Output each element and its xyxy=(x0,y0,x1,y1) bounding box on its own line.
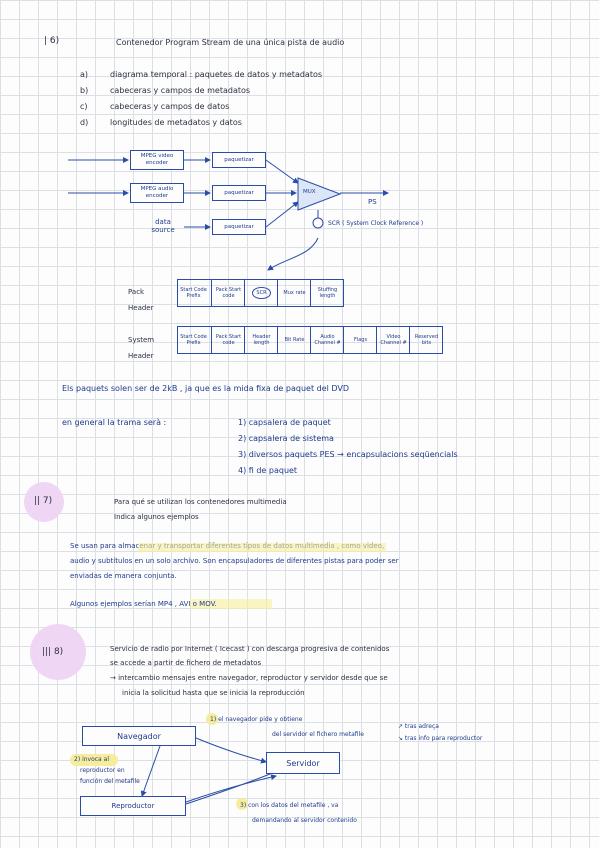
q7-highlight xyxy=(138,543,386,552)
note1-side: ↘ tras info para reproductor xyxy=(398,735,483,742)
note3-line: demandando al servidor contenido xyxy=(252,817,357,824)
q8-line: se accede a partir de fichero de metadat… xyxy=(110,659,262,667)
q7-highlight-circle xyxy=(24,482,64,522)
note3-line: 3) con los datos del metafile , va xyxy=(240,802,339,809)
pack-cell-scr: SCR xyxy=(244,280,278,306)
els-paquets-text: Els paquets solen ser de 2kB , ja que es… xyxy=(62,384,350,393)
system-cell: Pack Start code xyxy=(211,327,245,353)
section-title-6: Contenedor Program Stream de una única p… xyxy=(116,38,345,47)
note2-highlight xyxy=(70,754,118,766)
pack-cell: Pack Start code xyxy=(211,280,245,306)
q7-question-line: Para qué se utilizan los contenedores mu… xyxy=(114,498,287,506)
list-key: a) xyxy=(80,70,89,79)
q8-line: Servicio de radio por Internet ( Icecast… xyxy=(110,645,390,653)
list-key: c) xyxy=(80,102,88,111)
list-item: longitudes de metadatos y datos xyxy=(110,118,242,127)
mux-label: MUX xyxy=(303,189,316,195)
q7-number: || 7) xyxy=(34,496,53,506)
system-header-label: System Header xyxy=(128,336,155,360)
q8-number: ||| 8) xyxy=(42,647,64,657)
pack-header-row: Start Code Prefix Pack Start code SCR Mu… xyxy=(177,279,344,307)
section-number-6: | 6) xyxy=(44,36,60,46)
q8-highlight-circle xyxy=(30,624,86,680)
servidor-box: Servidor xyxy=(266,752,340,774)
list-key: d) xyxy=(80,118,89,127)
paquetizar-box-1: paquetizar xyxy=(212,152,266,168)
mpeg-video-encoder-box: MPEG video encoder xyxy=(130,150,184,170)
trama-item: 4) fi de paquet xyxy=(238,466,298,475)
q7-examples-highlight xyxy=(190,599,272,609)
navegador-box: Navegador xyxy=(82,726,196,746)
pack-cell-scr-circled: SCR xyxy=(252,287,271,299)
note1-highlight xyxy=(206,713,218,725)
list-item: cabeceras y campos de metadatos xyxy=(110,86,251,95)
scr-label: SCR ( System Clock Reference ) xyxy=(328,220,424,227)
system-cell: Bit Rate xyxy=(277,327,311,353)
trama-label: en general la trama serà : xyxy=(62,418,167,427)
pack-cell: Start Code Prefix xyxy=(180,287,207,299)
reproductor-box: Reproductor xyxy=(80,796,186,816)
pack-cell: Mux rate xyxy=(277,280,311,306)
note2-line: 2) invoca al xyxy=(74,756,109,763)
q7-examples: Algunos ejemplos serían MP4 , AVI o MOV. xyxy=(70,600,217,608)
list-item: cabeceras y campos de datos xyxy=(110,102,230,111)
data-source-label: data source xyxy=(151,218,175,234)
system-cell: Video Channel # xyxy=(376,327,410,353)
q7-answer-line: audio y subtítulos en un solo archivo. S… xyxy=(70,557,399,565)
system-header-row: Start Code Prefix Pack Start code Header… xyxy=(177,326,443,354)
trama-item: 3) diversos paquets PES → encapsulacions… xyxy=(238,450,458,459)
note3-highlight xyxy=(236,798,248,810)
pack-cell: Stuffing length xyxy=(310,280,344,306)
q8-line: → intercambio mensajes entre navegador, … xyxy=(110,674,388,682)
ps-label: PS xyxy=(368,198,377,206)
list-key: b) xyxy=(80,86,89,95)
paquetizar-box-2: paquetizar xyxy=(212,185,266,201)
note2-line: reproductor en xyxy=(80,767,125,774)
system-cell: Header length xyxy=(244,327,278,353)
paquetizar-box-3: paquetizar xyxy=(212,219,266,235)
q8-line: inicia la solicitud hasta que se inicia … xyxy=(122,689,305,697)
system-cell: Reserved bits xyxy=(409,327,443,353)
trama-item: 1) capsalera de paquet xyxy=(238,418,331,427)
system-cell: Audio Channel # xyxy=(310,327,344,353)
system-cell: Start Code Prefix xyxy=(180,334,207,346)
pack-header-label: Pack Header xyxy=(128,288,154,312)
system-cell: Flags xyxy=(343,327,377,353)
q7-answer-line: enviadas de manera conjunta. xyxy=(70,572,177,580)
note2-line: función del metafile xyxy=(80,778,140,785)
list-item: diagrama temporal : paquetes de datos y … xyxy=(110,70,323,79)
note1-side: ↗ tras adreça xyxy=(398,723,439,730)
trama-item: 2) capsalera de sistema xyxy=(238,434,334,443)
note1-line: 1) el navegador pide y obtiene xyxy=(210,716,303,723)
mpeg-audio-encoder-box: MPEG audio encoder xyxy=(130,183,184,203)
q7-question-line: Indica algunos ejemplos xyxy=(114,513,199,521)
note1-line: del servidor el fichero metafile xyxy=(272,731,364,738)
